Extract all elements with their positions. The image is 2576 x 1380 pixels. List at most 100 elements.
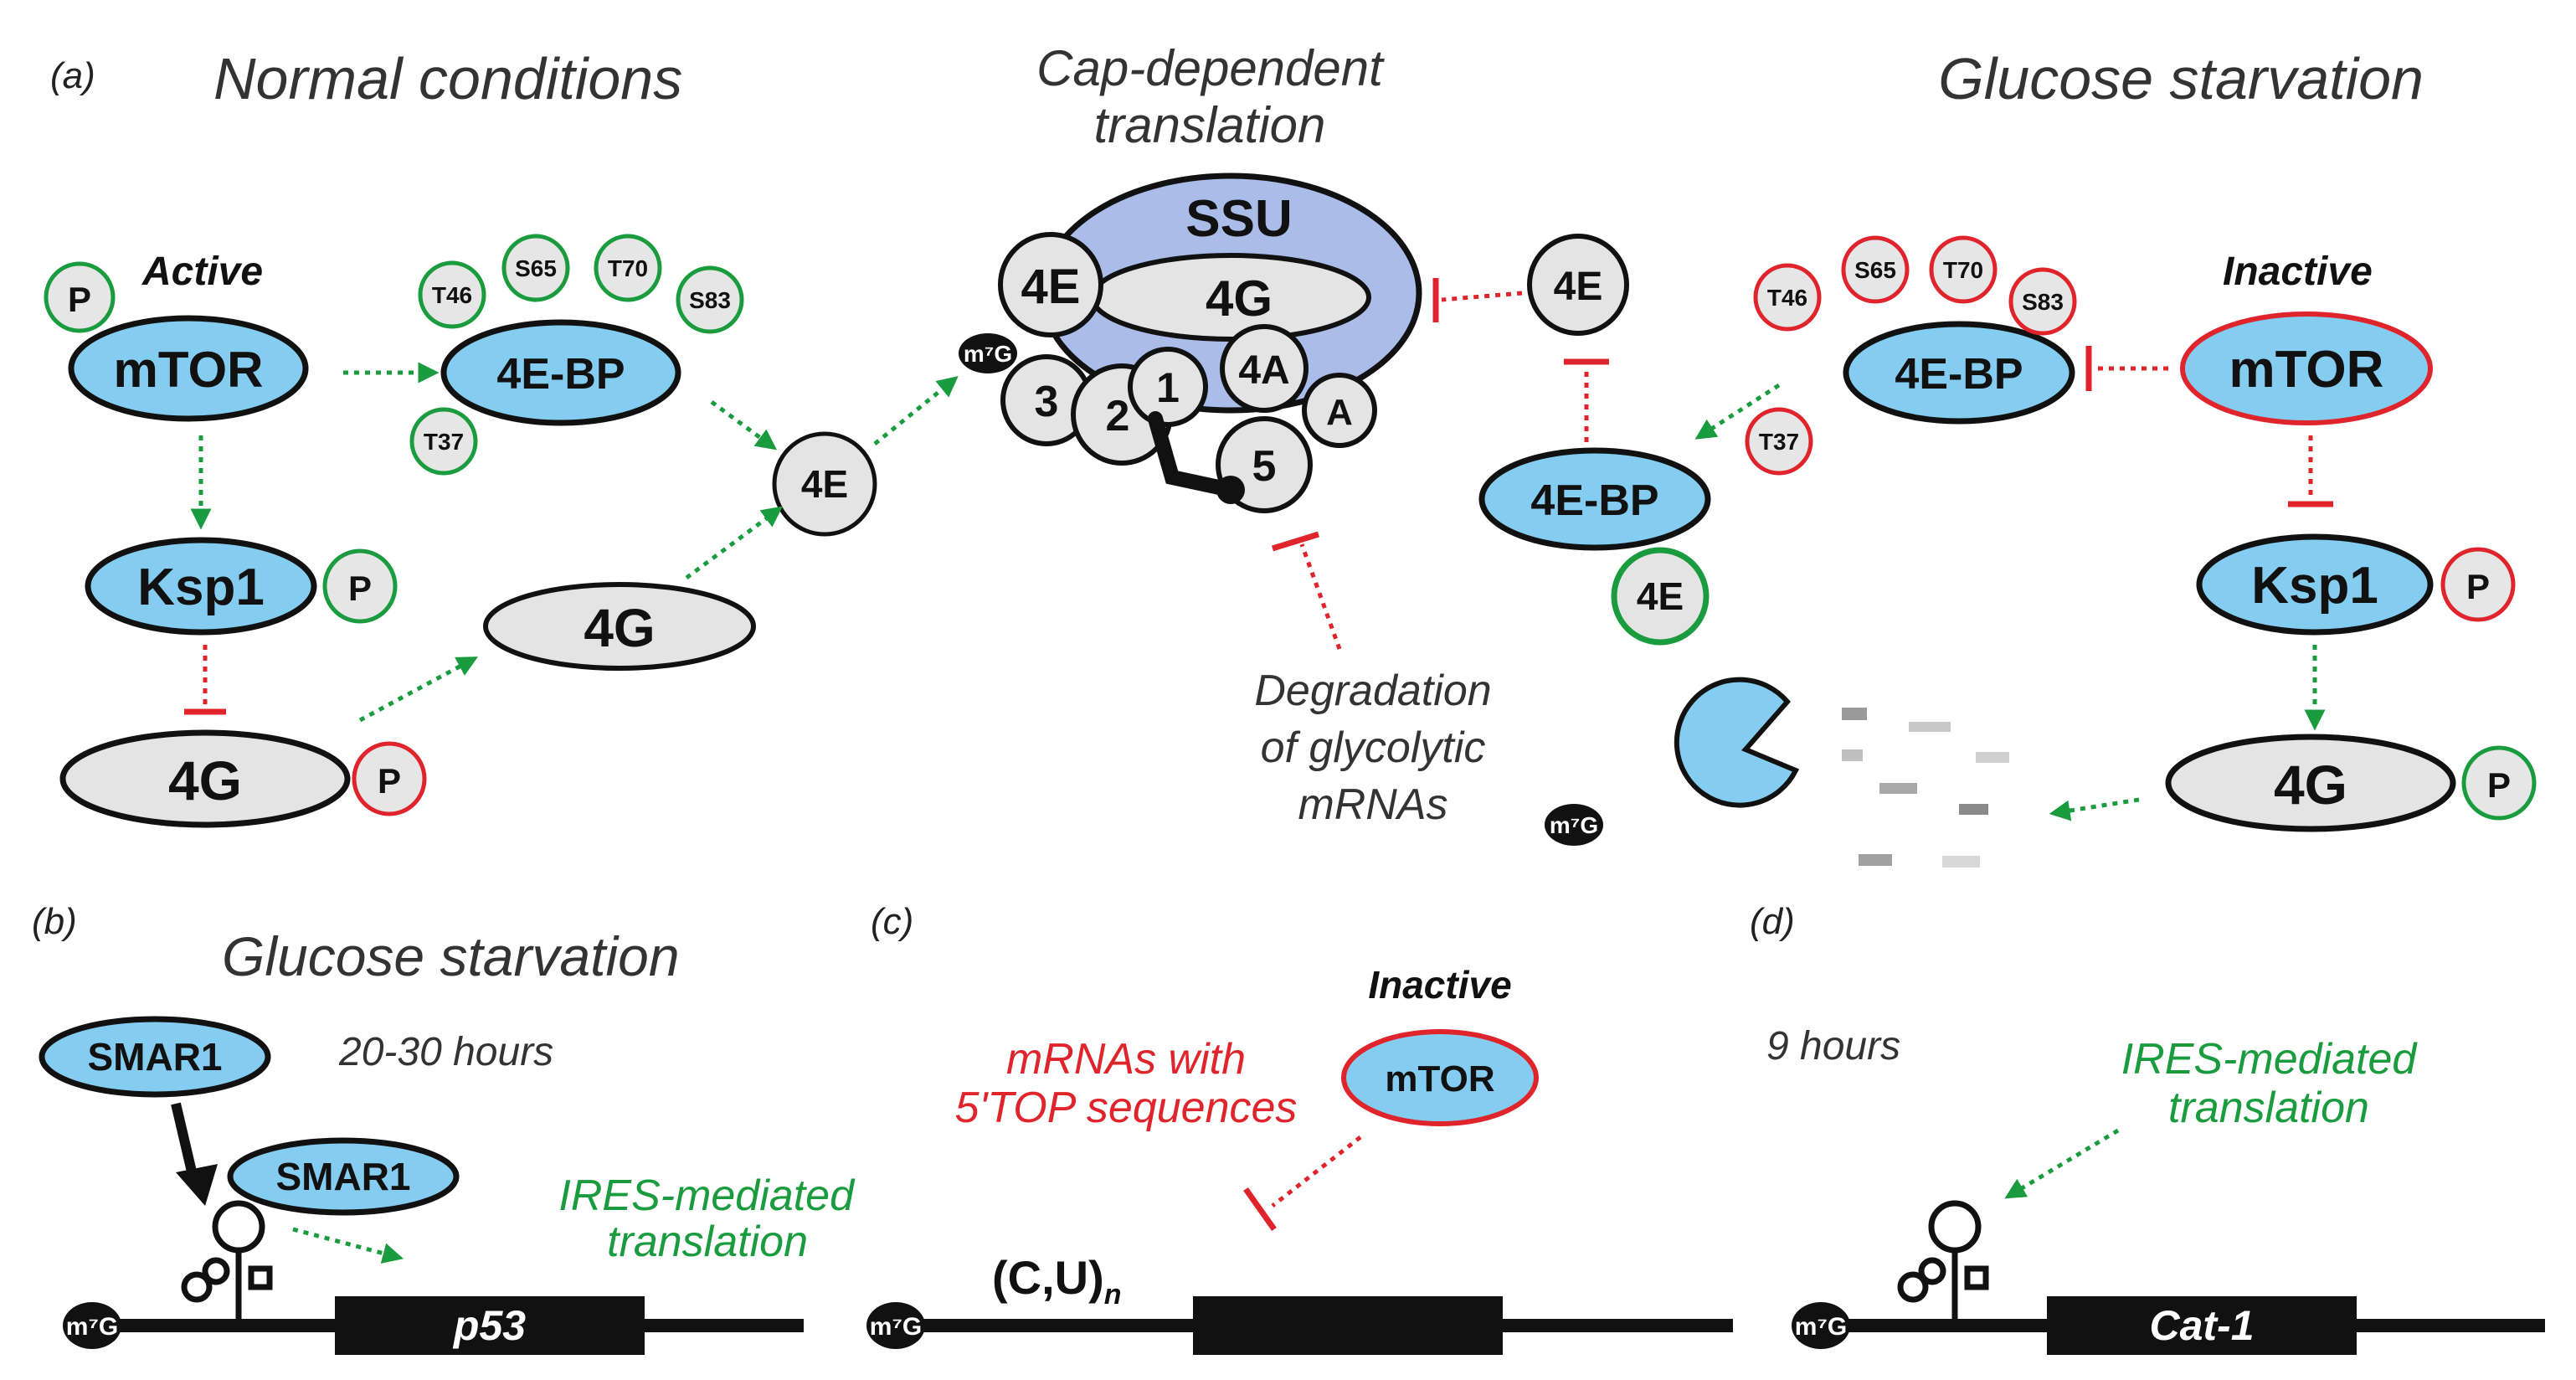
panel-a-title-starvation: Glucose starvation [1938,46,2424,111]
trna-stem [1148,411,1238,497]
ksp1-left-label: Ksp1 [137,559,265,616]
ssu-label: SSU [1185,190,1292,248]
site-t70-right: T70 [1929,235,1998,304]
fourg-left-phospho-label: P [378,761,401,801]
panel-c-motif-base: (C,U) [992,1251,1104,1304]
site-s65-right-label: S65 [1854,257,1896,283]
inhibit-degradation [1299,543,1342,650]
panel-d-ires-icon [1897,1200,1989,1326]
degradation-line3: mRNAs [1298,780,1447,829]
foure-free-node: 4E [772,431,877,537]
panel-c-cap-label: m⁷G [870,1313,922,1341]
arrow-4e-to-ribosome [873,376,959,445]
fragment-8 [1942,856,1980,868]
site-s65-left-label: S65 [515,255,557,281]
site-s65-right: S65 [1841,235,1910,304]
panel-c-motif-sub: n [1104,1279,1122,1310]
ksp1-right-phospho: P [2440,547,2516,622]
site-s83-left: S83 [676,265,744,334]
fourg-right-phospho-label: P [2487,765,2511,805]
site-t70-left: T70 [594,234,662,302]
site-t46-right: T46 [1753,263,1822,332]
fragment-7 [1859,854,1892,866]
fourg-right-node: 4G [2165,734,2456,832]
ribosome-cap [959,333,1017,373]
panel-c-cds [1193,1296,1503,1355]
inhibit-4e-to-ribosome [1441,291,1523,302]
mtor-inactive-node: mTOR [2180,312,2433,425]
foure-right-node: 4E [1527,234,1629,336]
smar1-top-node: SMAR1 [39,1016,271,1098]
fragment-2 [1909,722,1951,732]
ksp1-left-node: Ksp1 [85,537,317,636]
ribosome-a-label: A [1326,392,1353,433]
ribosome-eif2-label: 2 [1106,392,1130,440]
panel-d-time: 9 hours [1766,1024,1900,1068]
panel-d-mrna: Cat-1 m⁷G [1792,1200,2545,1355]
foure-bound-label: 4E [1637,574,1684,618]
arrow-ires-to-p53 [292,1227,404,1264]
foure-bound-node: 4E [1611,547,1710,646]
arrow-4ebp-to-4ebp-complex [1694,383,1781,440]
panel-b-cap [63,1302,121,1349]
mtor-active-label: mTOR [114,342,264,398]
ribosome-eif1-label: 1 [1156,364,1180,411]
panel-c-inactive: Inactive [1368,963,1511,1007]
panel-c-mtor-node: mTOR [1341,1029,1539,1126]
panel-d-cap-label: m⁷G [1795,1313,1847,1341]
panel-b-mrna: p53 m⁷G [63,1200,804,1355]
site-s83-left-label: S83 [689,287,731,313]
ksp1-left-phospho: P [322,548,398,624]
panel-label-d: (d) [1750,901,1795,942]
panel-c-mrna: m⁷G (C,U)n [866,1251,1733,1355]
site-t46-right-label: T46 [1767,285,1807,311]
site-s83-right: S83 [2008,267,2077,336]
arrow-4ebp-to-4e [710,399,778,451]
fourg-right-phospho: P [2461,745,2537,821]
site-t37-left-label: T37 [424,429,464,455]
degrading-mrna: m⁷G [1545,677,2009,868]
panel-c-cap [866,1302,925,1349]
ribosome-eif3-label: 3 [1035,378,1059,426]
inhibit-degradation-bar [1271,531,1320,552]
site-s65-left: S65 [501,234,570,302]
degrading-mrna-cap [1545,804,1603,846]
ribosome-complex: SSU 4G 4E 3 5 2 1 4A A m⁷G [959,172,1461,513]
p53-label: p53 [452,1302,526,1349]
trna-head [1216,476,1245,504]
fourg-middle-node: 4G [483,582,756,671]
mtor-active-node: mTOR [68,315,309,422]
panel-a-title-cap-line2: translation [1094,97,1326,153]
ribosome-4e [998,232,1103,337]
fourg-left-node: 4G [59,729,351,828]
panel-b-title: Glucose starvation [222,925,680,987]
fourebp-right-label: 4E-BP [1895,350,2023,399]
site-t37-left: T37 [409,407,478,476]
inhibit-panel-c-mtor-bar [1243,1187,1277,1232]
panel-d-ires-line2: translation [2168,1084,2369,1132]
fourebp-right-node: 4E-BP [1843,321,2075,425]
ribosome-4g-label: 4G [1206,270,1273,327]
ribosome-4e-label: 4E [1021,260,1081,314]
site-t70-left-label: T70 [608,255,648,281]
site-t37-right: T37 [1745,407,1813,476]
panel-label-c: (c) [871,901,913,942]
arrow-4g-to-degradation [2049,797,2140,821]
fragment-1 [1842,708,1867,720]
panel-d-cap [1792,1302,1850,1349]
panel-b-ires-icon [181,1200,273,1326]
mtor-phospho-badge: P [44,261,116,333]
panel-c-motif: (C,U)n [992,1251,1122,1310]
exonuclease-pacman-icon [1674,677,1800,808]
fragment-6 [1959,804,1988,815]
active-label: Active [141,250,263,294]
arrow-4gmid-to-4e [685,506,784,580]
p53-cds [335,1296,645,1355]
panel-b-ires-line1: IRES-mediated [558,1171,856,1220]
ksp1-right-label: Ksp1 [2251,557,2378,615]
degrading-mrna-cap-label: m⁷G [1550,812,1598,838]
mtor-phospho-label: P [68,280,91,319]
cat1-cds [2047,1296,2357,1355]
site-s83-right-label: S83 [2022,289,2064,315]
cat1-label: Cat-1 [2149,1302,2254,1349]
